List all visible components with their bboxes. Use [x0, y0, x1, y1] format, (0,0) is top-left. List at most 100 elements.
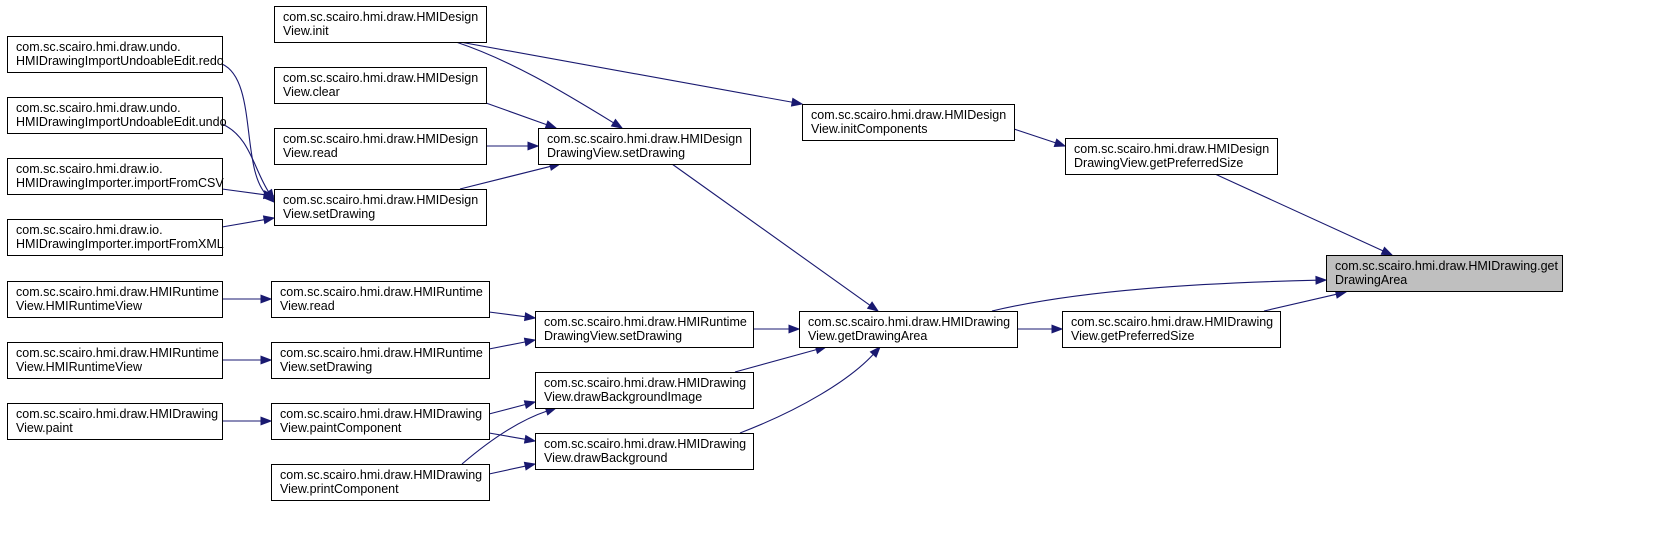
edge-line — [221, 123, 270, 193]
node-draw-bg-image[interactable]: com.sc.scairo.hmi.draw.HMIDrawingView.dr… — [535, 372, 754, 409]
node-label-line: View.initComponents — [811, 122, 928, 136]
node-label-line: com.sc.scairo.hmi.draw.HMIDrawing.get — [1335, 259, 1559, 273]
edge-line — [455, 41, 615, 124]
node-label-line: com.sc.scairo.hmi.draw.HMIRuntime — [280, 346, 483, 360]
node-runtime-read[interactable]: com.sc.scairo.hmi.draw.HMIRuntimeView.re… — [271, 281, 490, 318]
edge-line — [488, 311, 527, 318]
node-box — [7, 36, 223, 73]
edge-undo-to-design_set_drawing — [221, 123, 275, 202]
node-import-csv[interactable]: com.sc.scairo.hmi.draw.io.HMIDrawingImpo… — [7, 158, 225, 195]
node-label-line: com.sc.scairo.hmi.draw.HMIDesign — [1074, 142, 1269, 156]
node-box — [7, 97, 223, 134]
edge-draw_bg-to-view_get_drawing_area — [739, 345, 881, 434]
node-box — [274, 128, 487, 165]
arrowhead — [866, 301, 880, 312]
node-label-line: View.HMIRuntimeView — [16, 299, 143, 313]
edge-redo-to-design_set_drawing — [221, 63, 276, 203]
node-design-read[interactable]: com.sc.scairo.hmi.draw.HMIDesignView.rea… — [274, 128, 487, 165]
node-label-line: HMIDrawingImportUndoableEdit.redo — [16, 54, 224, 68]
node-label-line: com.sc.scairo.hmi.draw.io. — [16, 162, 163, 176]
node-box — [7, 219, 223, 256]
node-view-get-drawing-area[interactable]: com.sc.scairo.hmi.draw.HMIDrawingView.ge… — [799, 311, 1018, 348]
node-design-drawing-set-drawing[interactable]: com.sc.scairo.hmi.draw.HMIDesignDrawingV… — [538, 128, 751, 165]
node-label-line: View.read — [280, 299, 335, 313]
node-design-set-drawing[interactable]: com.sc.scairo.hmi.draw.HMIDesignView.set… — [274, 189, 487, 226]
node-label-line: View.getDrawingArea — [808, 329, 927, 343]
node-box — [274, 67, 487, 104]
node-runtime-drawing-set-drawing[interactable]: com.sc.scairo.hmi.draw.HMIRuntimeDrawing… — [535, 311, 754, 348]
arrowhead — [260, 416, 273, 426]
arrowhead — [262, 190, 276, 200]
node-design-clear[interactable]: com.sc.scairo.hmi.draw.HMIDesignView.cle… — [274, 67, 487, 104]
node-runtime-set-drawing[interactable]: com.sc.scairo.hmi.draw.HMIRuntimeView.se… — [271, 342, 490, 379]
node-drawing-paint[interactable]: com.sc.scairo.hmi.draw.HMIDrawingView.pa… — [7, 403, 223, 440]
edge-import_xml-to-design_set_drawing — [221, 215, 276, 228]
node-box — [535, 372, 754, 409]
node-box — [7, 158, 223, 195]
edge-line — [488, 403, 527, 415]
node-label-line: View.printComponent — [280, 482, 399, 496]
arrowhead — [523, 461, 537, 471]
edge-runtime_drawing_set_drawing-to-view_get_drawing_area — [753, 324, 801, 334]
node-undo[interactable]: com.sc.scairo.hmi.draw.undo.HMIDrawingIm… — [7, 97, 227, 134]
node-label-line: com.sc.scairo.hmi.draw.HMIDrawing — [1071, 315, 1273, 329]
edge-init_components-to-design_drawing_pref_size — [1013, 128, 1067, 147]
node-view-pref-size[interactable]: com.sc.scairo.hmi.draw.HMIDrawingView.ge… — [1062, 311, 1281, 348]
node-import-xml[interactable]: com.sc.scairo.hmi.draw.io.HMIDrawingImpo… — [7, 219, 224, 256]
edge-view_get_drawing_area-to-view_pref_size — [1017, 324, 1064, 334]
node-box — [271, 342, 490, 379]
node-print-component[interactable]: com.sc.scairo.hmi.draw.HMIDrawingView.pr… — [271, 464, 490, 501]
node-runtime-ctor1[interactable]: com.sc.scairo.hmi.draw.HMIRuntimeView.HM… — [7, 281, 223, 318]
node-label-line: View.read — [283, 146, 338, 160]
node-label-line: com.sc.scairo.hmi.draw.HMIRuntime — [16, 346, 219, 360]
edge-line — [221, 63, 268, 197]
node-redo[interactable]: com.sc.scairo.hmi.draw.undo.HMIDrawingIm… — [7, 36, 224, 73]
edge-line — [488, 432, 527, 440]
node-box — [7, 403, 223, 440]
edge-design_drawing_set_drawing-to-view_get_drawing_area — [671, 163, 880, 312]
arrowhead — [260, 294, 273, 304]
node-box — [799, 311, 1018, 348]
arrowhead — [544, 120, 558, 129]
node-label-line: com.sc.scairo.hmi.draw.HMIDrawing — [280, 407, 482, 421]
node-label-line: com.sc.scairo.hmi.draw.io. — [16, 223, 163, 237]
node-box — [274, 6, 487, 43]
node-label-line: View.drawBackgroundImage — [544, 390, 702, 404]
arrowhead — [1051, 324, 1064, 334]
edge-line — [459, 165, 552, 190]
node-draw-bg[interactable]: com.sc.scairo.hmi.draw.HMIDrawingView.dr… — [535, 433, 754, 470]
node-init-components[interactable]: com.sc.scairo.hmi.draw.HMIDesignView.ini… — [802, 104, 1015, 141]
edge-line — [461, 410, 548, 465]
edge-line — [1214, 173, 1385, 252]
node-get-drawing-area[interactable]: com.sc.scairo.hmi.draw.HMIDrawing.getDra… — [1326, 255, 1563, 292]
arrowhead — [610, 118, 624, 129]
arrowhead — [523, 400, 537, 410]
edge-line — [459, 41, 794, 103]
node-runtime-ctor2[interactable]: com.sc.scairo.hmi.draw.HMIRuntimeView.HM… — [7, 342, 223, 379]
node-label-line: com.sc.scairo.hmi.draw.HMIDesign — [811, 108, 1006, 122]
node-label-line: com.sc.scairo.hmi.draw.HMIDesign — [283, 132, 478, 146]
node-label-line: View.HMIRuntimeView — [16, 360, 143, 374]
arrowhead — [1380, 246, 1394, 256]
edge-design_init-to-init_components — [459, 41, 804, 107]
arrowhead — [527, 141, 540, 151]
edge-design_read-to-design_drawing_set_drawing — [486, 141, 540, 151]
edge-import_csv-to-design_set_drawing — [221, 188, 276, 200]
edge-line — [991, 279, 1318, 312]
node-label-line: View.clear — [283, 85, 340, 99]
edge-print_component-to-draw_bg — [488, 461, 537, 475]
nodes-layer: com.sc.scairo.hmi.draw.undo.HMIDrawingIm… — [7, 6, 1563, 501]
node-paint-component[interactable]: com.sc.scairo.hmi.draw.HMIDrawingView.pa… — [271, 403, 490, 440]
edge-paint_component-to-draw_bg_image — [488, 400, 537, 415]
node-design-init[interactable]: com.sc.scairo.hmi.draw.HMIDesignView.ini… — [274, 6, 487, 43]
node-label-line: HMIDrawingImporter.importFromXML — [16, 237, 224, 251]
node-label-line: com.sc.scairo.hmi.draw.HMIDrawing — [544, 437, 746, 451]
edges-layer — [221, 41, 1394, 475]
node-design-drawing-pref-size[interactable]: com.sc.scairo.hmi.draw.HMIDesignDrawingV… — [1065, 138, 1278, 175]
arrowhead — [260, 355, 273, 365]
edge-runtime_read-to-runtime_drawing_set_drawing — [488, 311, 537, 322]
node-box — [1326, 255, 1563, 292]
node-label-line: DrawingView.setDrawing — [547, 146, 685, 160]
node-box — [7, 342, 223, 379]
